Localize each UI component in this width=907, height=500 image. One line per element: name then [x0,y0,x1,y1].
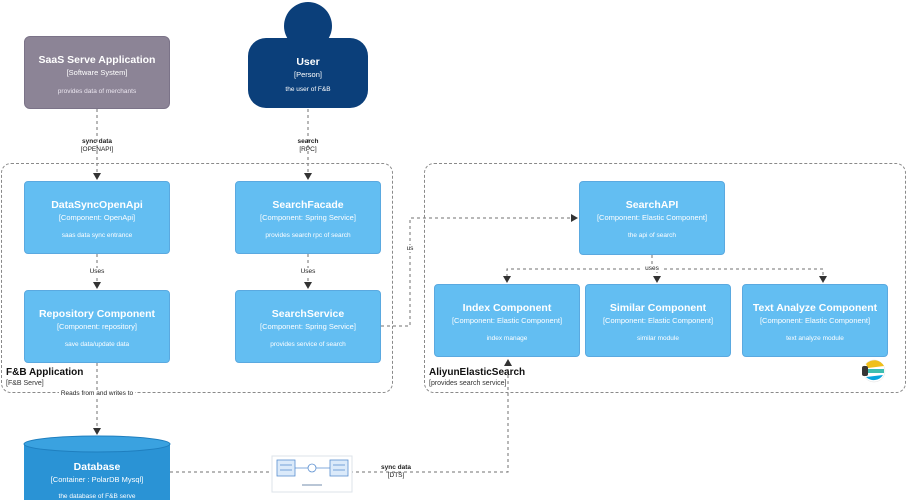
search-api-desc: the api of search [627,232,677,239]
edge-label-sync-data-text: sync data [82,138,112,145]
index-desc: index manage [486,335,528,342]
repository-kind: [Component: repository] [56,322,138,331]
similar-component-node[interactable]: Similar Component [Component: Elastic Co… [585,284,731,357]
edge-label-uses-4-text: uses [643,265,661,272]
search-service-node[interactable]: SearchService [Component: Spring Service… [235,290,381,363]
edge-label-uses-4: uses [637,265,667,273]
text-analyze-desc: text analyze module [786,335,844,342]
saas-kind: [Software System] [66,68,128,77]
similar-title: Similar Component [609,302,707,314]
repository-component-node[interactable]: Repository Component [Component: reposit… [24,290,170,363]
edge-label-uses-1-text: Uses [87,268,107,275]
edge-label-uses-2-text: Uses [298,268,318,275]
search-service-desc: provides service of search [270,341,346,348]
saas-desc: provides data of merchants [57,88,137,95]
database-kind: [Container : PolarDB Mysql] [50,475,144,484]
edge-label-search-text: search [297,138,319,145]
edge-label-uses-2: Uses [288,268,328,276]
dts-sync-diagram-icon [271,455,353,493]
fb-boundary-title: F&B Application [6,367,84,378]
text-analyze-kind: [Component: Elastic Component] [759,316,871,325]
fb-application-boundary [1,163,393,393]
edge-label-uses-3-text: us [404,245,416,252]
aliyun-boundary-kind: [provides search service] [429,380,507,387]
saas-serve-application-node[interactable]: SaaS Serve Application [Software System]… [24,36,170,109]
search-api-title: SearchAPI [625,199,679,211]
aliyun-elasticsearch-boundary [424,163,906,393]
search-facade-node[interactable]: SearchFacade [Component: Spring Service]… [235,181,381,254]
search-service-title: SearchService [271,308,345,320]
saas-title: SaaS Serve Application [38,54,156,66]
similar-desc: similar module [637,335,679,342]
similar-kind: [Component: Elastic Component] [602,316,714,325]
search-service-kind: [Component: Spring Service] [260,322,356,331]
edge-label-uses-3: us [400,245,420,253]
edge-label-sync-data-openapi: sync data [OPENAPI] [67,138,127,154]
edge-label-rpc-tech: [RPC] [299,146,317,153]
edge-uses-text-analyze [652,268,827,283]
text-analyze-title: Text Analyze Component [752,302,878,314]
database-desc: the database of F&B serve [58,493,136,500]
edge-label-reads-writes: Reads from and writes to [47,390,147,398]
data-sync-openapi-node[interactable]: DataSyncOpenApi [Component: OpenApi] saa… [24,181,170,254]
search-api-node[interactable]: SearchAPI [Component: Elastic Component]… [579,181,725,255]
user-kind: [Person] [294,70,322,79]
search-facade-title: SearchFacade [272,199,344,211]
search-facade-kind: [Component: Spring Service] [260,213,356,222]
user-node[interactable]: User [Person] the user of F&B [248,56,368,93]
database-title: Database [73,461,121,473]
edge-label-dts-sync-text: sync data [381,464,411,471]
database-shape[interactable] [23,435,171,500]
edge-label-sync-data-dts: sync data [DTS] [376,464,416,480]
database-node[interactable]: Database [Container : PolarDB Mysql] the… [24,461,170,500]
text-analyze-component-node[interactable]: Text Analyze Component [Component: Elast… [742,284,888,357]
elasticsearch-logo-icon [862,359,886,383]
edge-label-openapi-tech: [OPENAPI] [80,146,114,153]
edge-uses-search-api [381,214,578,327]
index-component-node[interactable]: Index Component [Component: Elastic Comp… [434,284,580,357]
search-api-kind: [Component: Elastic Component] [596,213,708,222]
edge-label-search-rpc: search [RPC] [278,138,338,154]
user-title: User [296,56,320,68]
data-sync-kind: [Component: OpenApi] [58,213,136,222]
aliyun-boundary-title: AliyunElasticSearch [429,367,526,378]
repository-desc: save data/update data [64,341,130,348]
user-desc: the user of F&B [285,86,331,93]
edge-label-dts-tech: [DTS] [387,472,405,479]
data-sync-desc: saas data sync entrance [61,232,133,239]
person-shape[interactable] [248,2,368,108]
edge-label-uses-1: Uses [77,268,117,276]
search-facade-desc: provides search rpc of search [265,232,351,239]
data-sync-title: DataSyncOpenApi [51,199,143,211]
edge-label-reads-writes-text: Reads from and writes to [58,390,136,397]
index-kind: [Component: Elastic Component] [451,316,563,325]
edge-uses-index [503,268,652,283]
index-title: Index Component [462,302,552,314]
fb-boundary-kind: [F&B Serve] [6,380,44,387]
edge-sync-data-dts [170,359,512,473]
repository-title: Repository Component [38,308,156,320]
